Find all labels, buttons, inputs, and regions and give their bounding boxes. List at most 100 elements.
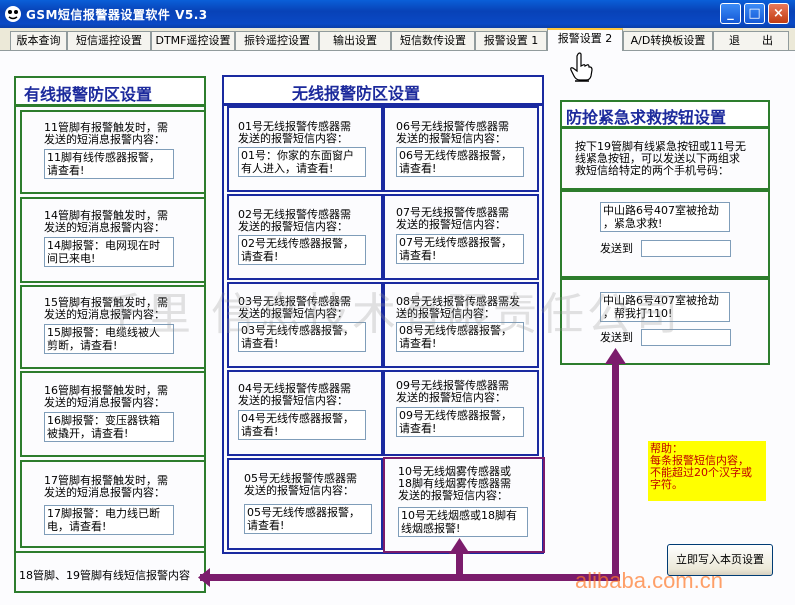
wireless-zone-label: 02号无线报警传感器需 [238, 208, 351, 221]
panic-message-2-input[interactable]: 中山路6号407室被抢劫，帮我打110! [600, 292, 730, 322]
wired-zone-label: 发送的短消息报警内容： [44, 133, 165, 146]
panic-title-box: 防抢紧急求救按钮设置 [560, 100, 770, 128]
wireless-zone-05 [227, 458, 383, 550]
smoke-zone-message-input[interactable]: 10号无线烟感或18脚有线烟感报警! [398, 507, 528, 537]
wireless-zone-label: 送的报警短信内容： [396, 307, 495, 320]
window-title: GSM短信报警器设置软件 V5.3 [26, 8, 208, 22]
wireless-panel [222, 104, 544, 554]
tab-output[interactable]: 输出设置 [319, 31, 391, 50]
wireless-zone-label: 03号无线报警传感器需 [238, 295, 351, 308]
arrow-up-icon [449, 538, 470, 554]
panic-title: 防抢紧急求救按钮设置 [566, 108, 727, 127]
wireless-zone-label: 06号无线报警传感器需 [396, 120, 509, 133]
wired-zone-message-input[interactable]: 15脚报警：电缆线被人剪断，请查看! [44, 324, 174, 354]
app-icon [5, 6, 21, 22]
wireless-zone-message-input[interactable]: 01号：你家的东面窗户有人进入，请查看! [238, 147, 366, 177]
smoke-zone-label: 18脚有线烟雾传感器需 [398, 477, 511, 490]
wireless-zone-message-input[interactable]: 06号无线传感器报警，请查看! [396, 147, 524, 177]
tab-sms-remote[interactable]: 短信遥控设置 [67, 31, 151, 50]
tab-alarm-2[interactable]: 报警设置 2 [547, 28, 623, 51]
tab-version[interactable]: 版本查询 [10, 31, 67, 50]
panic-divider [560, 188, 770, 192]
wireless-zone-message-input[interactable]: 03号无线传感器报警，请查看! [238, 322, 366, 352]
wired-zone-11 [20, 110, 206, 194]
wireless-zone-message-input[interactable]: 08号无线传感器报警，请查看! [396, 322, 524, 352]
wireless-zone-label: 05号无线报警传感器需 [244, 472, 357, 485]
tab-exit[interactable]: 退 出 [713, 31, 789, 50]
wireless-zone-message-input[interactable]: 05号无线传感器报警，请查看! [244, 504, 372, 534]
wired-zone-message-input[interactable]: 14脚报警：电网现在时间已来电! [44, 237, 174, 267]
wired-zone-label: 14管脚有报警触发时，需 [44, 209, 168, 222]
wired-footer-label: 18管脚、19管脚有线短信报警内容 [19, 569, 190, 582]
help-text: 不能超过20个汉字或 [650, 466, 752, 479]
smoke-zone-label: 10号无线烟雾传感器或 [398, 465, 511, 478]
wired-zone-message-input[interactable]: 17脚报警：电力线已断电，请查看! [44, 505, 174, 535]
panic-phone-2-input[interactable] [641, 329, 731, 346]
help-title: 帮助： [650, 442, 683, 455]
wired-zone-label: 发送的短消息报警内容： [44, 396, 165, 409]
tab-alarm-1[interactable]: 报警设置 1 [475, 31, 547, 50]
wireless-zone-09 [383, 370, 539, 456]
wireless-zone-label: 发送的报警短信内容： [396, 218, 506, 231]
help-box: 帮助： 每条报警短信内容， 不能超过20个汉字或 字符。 [648, 441, 766, 501]
wireless-zone-label: 09号无线报警传感器需 [396, 379, 509, 392]
wired-zone-label: 15管脚有报警触发时，需 [44, 296, 168, 309]
wired-zone-message-input[interactable]: 16脚报警：变压器铁箱被撬开，请查看! [44, 412, 174, 442]
wireless-zone-message-input[interactable]: 02号无线传感器报警，请查看! [238, 235, 366, 265]
panic-message-1-input[interactable]: 中山路6号407室被抢劫，紧急求救! [600, 202, 730, 232]
wireless-zone-06 [383, 106, 539, 192]
tab-ad-board[interactable]: A/D转换板设置 [623, 31, 713, 50]
tab-sms-data[interactable]: 短信数传设置 [391, 31, 475, 50]
help-text: 字符。 [650, 478, 683, 491]
minimize-button[interactable]: _ [720, 3, 741, 24]
connector-line [200, 574, 620, 581]
arrow-left-icon [198, 568, 210, 587]
wireless-zone-03 [227, 282, 383, 368]
send-to-label: 发送到 [600, 242, 633, 255]
wired-zone-label: 发送的短消息报警内容： [44, 308, 165, 321]
wired-zone-message-input[interactable]: 11脚有线传感器报警，请查看! [44, 149, 174, 179]
wireless-zone-02 [227, 194, 383, 280]
wired-zone-label: 发送的短消息报警内容： [44, 221, 165, 234]
wired-title-box: 有线报警防区设置 [14, 76, 206, 106]
arrow-up-icon [605, 348, 626, 364]
wireless-zone-message-input[interactable]: 04号无线传感器报警，请查看! [238, 410, 366, 440]
wireless-zone-label: 01号无线报警传感器需 [238, 120, 351, 133]
panic-panel [560, 127, 770, 365]
connector-line [612, 360, 619, 580]
wired-title: 有线报警防区设置 [24, 85, 153, 104]
wireless-zone-label: 07号无线报警传感器需 [396, 206, 509, 219]
wireless-zone-01 [227, 106, 383, 192]
wireless-zone-message-input[interactable]: 09号无线传感器报警，请查看! [396, 407, 524, 437]
wired-zone-label: 17管脚有报警触发时，需 [44, 474, 168, 487]
wireless-zone-label: 04号无线报警传感器需 [238, 382, 351, 395]
write-settings-button[interactable]: 立即写入本页设置 [667, 544, 773, 576]
wireless-zone-08 [383, 282, 539, 368]
tab-ring-remote[interactable]: 振铃遥控设置 [235, 31, 319, 50]
wireless-title: 无线报警防区设置 [292, 84, 421, 103]
wired-zone-17 [20, 460, 206, 548]
wireless-zone-label: 发送的报警短信内容： [238, 307, 348, 320]
send-to-label: 发送到 [600, 331, 633, 344]
wireless-zone-message-input[interactable]: 07号无线传感器报警，请查看! [396, 234, 524, 264]
wireless-zone-label: 发送的报警短信内容： [396, 132, 506, 145]
wireless-zone-label: 发送的报警短信内容： [238, 220, 348, 233]
wireless-zone-04 [227, 370, 383, 456]
connector-line [456, 552, 463, 578]
wired-zone-14 [20, 197, 206, 283]
wireless-zone-label: 08号无线报警传感器需发 [396, 295, 520, 308]
wired-zone-label: 发送的短消息报警内容： [44, 486, 165, 499]
wired-zone-label: 11管脚有报警触发时，需 [44, 121, 168, 134]
wireless-zone-label: 发送的报警短信内容： [238, 394, 348, 407]
close-button[interactable]: × [768, 3, 789, 24]
wireless-zone-label: 发送的报警短信内容： [244, 484, 354, 497]
wireless-zone-label: 发送的报警短信内容： [238, 132, 348, 145]
tab-dtmf-remote[interactable]: DTMF遥控设置 [151, 31, 235, 50]
wireless-zone-label: 发送的报警短信内容： [396, 391, 506, 404]
panic-description: 线紧急按钮，可以发送以下两组求 [575, 152, 740, 165]
panic-phone-1-input[interactable] [641, 240, 731, 257]
panic-description: 救短信给特定的两个手机号码： [575, 164, 729, 177]
maximize-button[interactable]: □ [744, 3, 765, 24]
wireless-title-box: 无线报警防区设置 [222, 75, 544, 105]
panic-description: 按下19管脚有线紧急按钮或11号无 [575, 140, 746, 153]
